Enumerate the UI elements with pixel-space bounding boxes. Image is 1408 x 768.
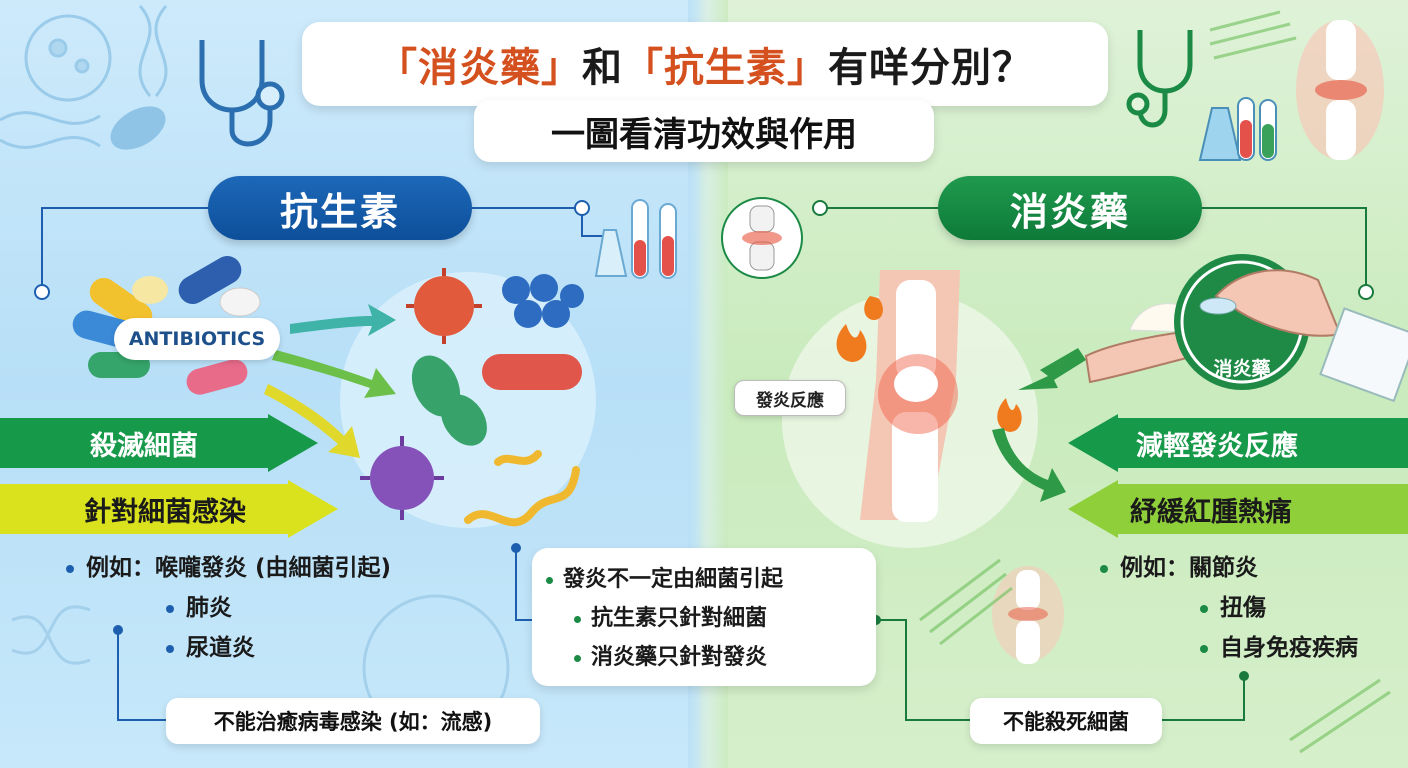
title-box: 「消炎藥」和「抗生素」有咩分別？ (302, 22, 1108, 106)
medicine-label: 消炎藥 (1213, 357, 1271, 380)
relieve-symptoms-banner: 紓緩紅腫熱痛 (1066, 480, 1408, 538)
note-item: 發炎不一定由細菌引起 (546, 560, 862, 599)
target-infection-banner: 針對細菌感染 (0, 480, 340, 538)
list-item: 例如：喉嚨發炎 (由細菌引起) (66, 548, 391, 588)
inflammation-label: 發炎反應 (734, 380, 846, 416)
center-note: 發炎不一定由細菌引起 抗生素只針對細菌 消炎藥只針對發炎 (532, 548, 876, 686)
antibiotic-limitation: 不能治癒病毒感染 (如：流感) (166, 698, 540, 744)
list-item: 扭傷 (1100, 588, 1358, 628)
page-subtitle: 一圖看清功效與作用 (474, 100, 934, 162)
relieve-symptoms-text: 紓緩紅腫熱痛 (1130, 496, 1292, 528)
anti-inflammatory-header: 消炎藥 (938, 176, 1202, 240)
kill-bacteria-banner: 殺滅細菌 (0, 414, 320, 472)
list-item: 肺炎 (66, 588, 391, 628)
page-title: 「消炎藥」和「抗生素」有咩分別？ (377, 45, 1033, 91)
anti-inflammatory-limitation: 不能殺死細菌 (970, 698, 1162, 744)
list-item: 尿道炎 (66, 628, 391, 668)
anti-inflammatory-examples: 例如：關節炎 扭傷 自身免疫疾病 (1100, 548, 1358, 668)
antibiotics-label: ANTIBIOTICS (114, 318, 280, 360)
target-infection-text: 針對細菌感染 (84, 496, 246, 528)
list-item: 例如：關節炎 (1100, 548, 1358, 588)
kill-bacteria-text: 殺滅細菌 (90, 430, 198, 462)
note-item: 消炎藥只針對發炎 (546, 638, 862, 677)
list-item: 自身免疫疾病 (1100, 628, 1358, 668)
reduce-inflammation-text: 減輕發炎反應 (1136, 430, 1298, 462)
antibiotic-header: 抗生素 (208, 176, 472, 240)
antibiotic-examples: 例如：喉嚨發炎 (由細菌引起) 肺炎 尿道炎 (66, 548, 391, 668)
note-item: 抗生素只針對細菌 (546, 599, 862, 638)
reduce-inflammation-banner: 減輕發炎反應 (1066, 414, 1408, 472)
